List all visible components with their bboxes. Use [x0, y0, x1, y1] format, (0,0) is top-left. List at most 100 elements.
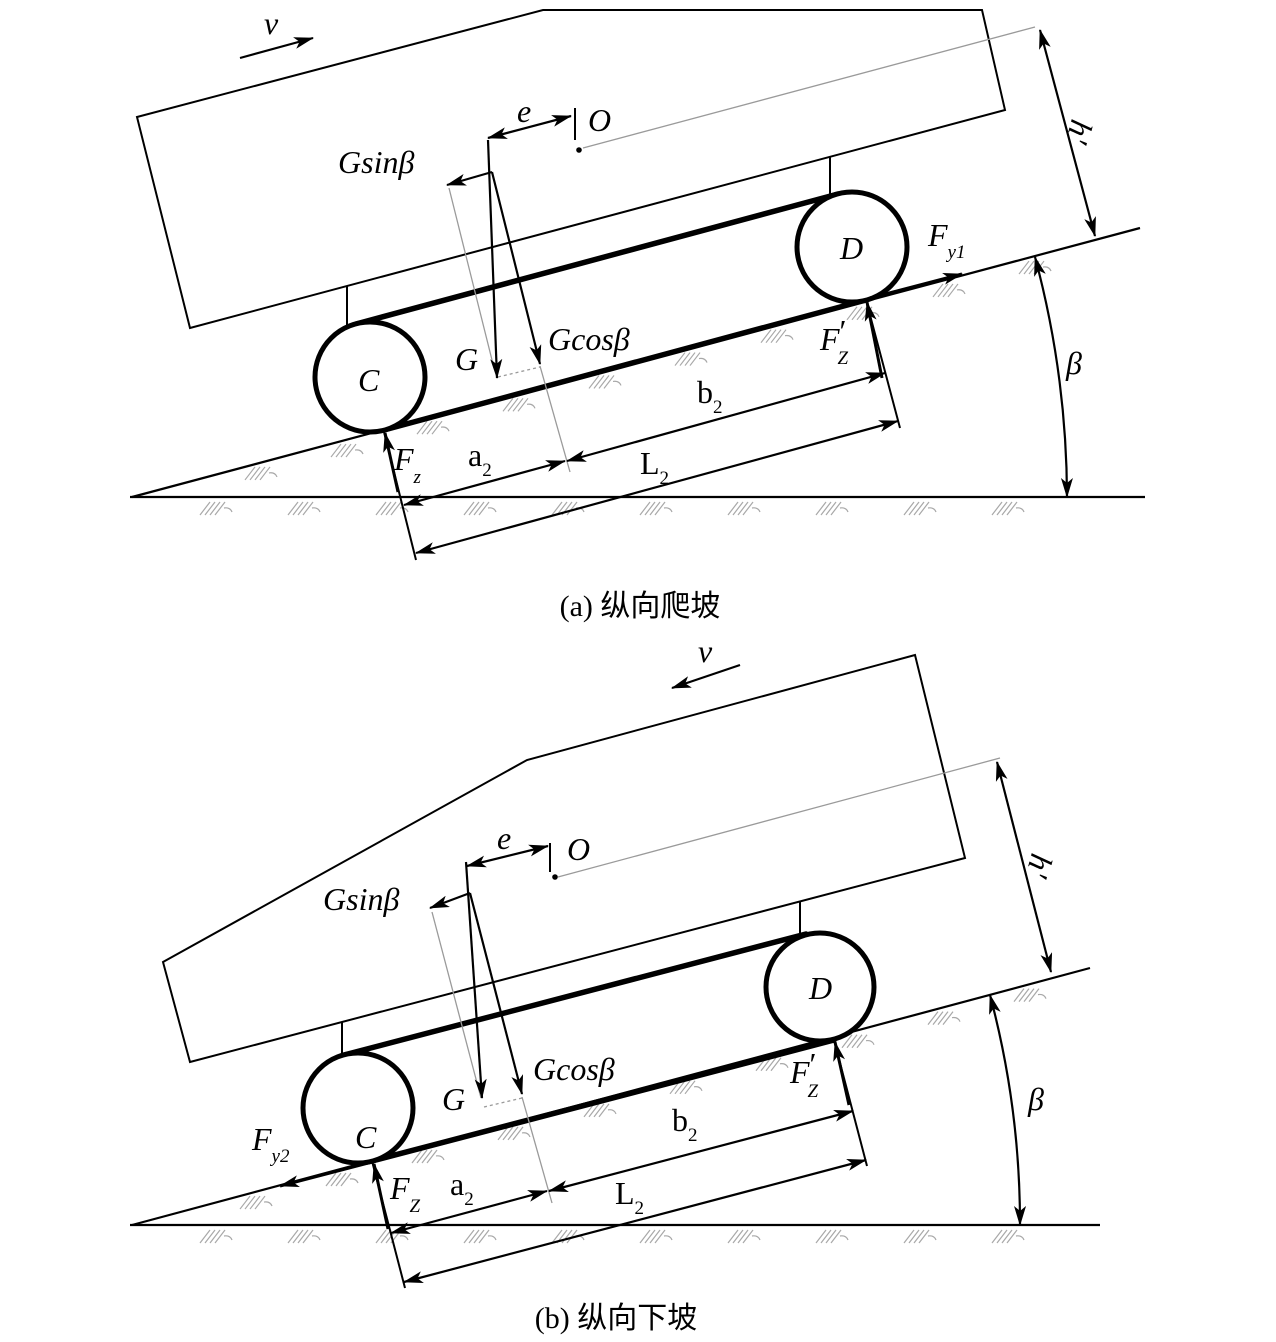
label-e: e: [497, 820, 511, 856]
hatch-mark: [727, 501, 761, 516]
wheel-c: [312, 319, 428, 435]
label-h: h′: [1059, 116, 1100, 148]
extension-d: [833, 1039, 868, 1167]
label-fy2: Fy2: [251, 1121, 290, 1167]
hatch-mark: [588, 375, 622, 389]
hatch-mark: [727, 1229, 761, 1244]
extension-d: [865, 299, 901, 429]
point-o: [552, 874, 558, 880]
track-lower: [369, 1037, 837, 1164]
hatch-mark: [416, 420, 450, 435]
a2-main: a: [450, 1166, 464, 1202]
beta-arc: [988, 994, 1027, 1226]
a2-sub: 2: [464, 1189, 474, 1210]
hatch-mark: [932, 283, 966, 298]
label-b2: b2: [697, 374, 723, 418]
fz-sub: z: [413, 467, 422, 488]
hatch-mark: [287, 501, 321, 516]
label-d: D: [808, 970, 832, 1006]
label-gsin: Gsinβ: [323, 881, 399, 917]
l2-sub: 2: [635, 1198, 645, 1219]
b2-main: b: [672, 1102, 688, 1138]
hatch-mark: [463, 501, 497, 516]
hatch-mark: [846, 306, 880, 321]
caption-b: (b) 纵向下坡: [535, 1302, 697, 1335]
label-gcos: Gcosβ: [533, 1051, 615, 1087]
label-b2: b2: [672, 1102, 698, 1146]
panel-a: v e O Gsinβ h′ D Fy1 G Gcosβ F′Z β C b2 …: [130, 5, 1145, 623]
force-fy1: [869, 272, 963, 300]
parallelogram-dash: [497, 366, 541, 378]
fz-main: F: [393, 441, 414, 477]
fzp-main: F: [789, 1054, 810, 1090]
label-a2: a2: [468, 437, 492, 481]
fy2-main: F: [251, 1121, 272, 1157]
hatch-mark: [639, 1229, 673, 1244]
label-o: O: [588, 102, 611, 138]
l2-main: L: [640, 445, 660, 481]
hatch-mark: [375, 501, 409, 516]
vehicle-body: [135, 9, 1007, 330]
hatch-mark: [1018, 260, 1052, 275]
label-d: D: [839, 230, 863, 266]
caption-a: (a) 纵向爬坡: [560, 590, 721, 623]
label-g: G: [455, 341, 478, 377]
force-fy2: [279, 1160, 373, 1188]
hatch-mark: [674, 352, 708, 366]
b2-dimension: [548, 1109, 854, 1193]
fzp-prime: ′: [810, 1046, 817, 1082]
wheel-c: [300, 1050, 416, 1166]
center-o-line: [582, 26, 1036, 149]
label-c: C: [358, 362, 380, 398]
h-dimension: [1038, 29, 1097, 237]
h-dimension: [995, 761, 1053, 973]
l2-dimension: [403, 1158, 867, 1284]
hatch-mark: [760, 329, 794, 344]
fy1-sub: y1: [946, 242, 966, 263]
fzp-sub: Z: [808, 1081, 819, 1102]
a2-sub: 2: [482, 460, 492, 481]
extension-c: [383, 431, 417, 561]
b2-sub: 2: [713, 397, 723, 418]
label-fz: Fz: [393, 441, 422, 488]
e-dimension: [466, 844, 549, 868]
hatch-mark: [815, 501, 849, 516]
center-o-line: [557, 757, 1001, 878]
force-g: [464, 861, 487, 1099]
b2-sub: 2: [688, 1125, 698, 1146]
a2-main: a: [468, 437, 482, 473]
hatch-mark: [991, 501, 1025, 516]
label-fz-prime: F′Z: [789, 1046, 819, 1102]
fy2-sub: y2: [270, 1146, 290, 1167]
hatch-mark: [502, 397, 536, 412]
fzp-sub: Z: [838, 348, 849, 369]
extension-c: [371, 1160, 406, 1289]
parallelogram-line: [448, 187, 495, 369]
label-beta: β: [1065, 345, 1082, 381]
velocity-arrow: [239, 36, 314, 60]
force-gcos: [490, 171, 542, 365]
l2-main: L: [615, 1175, 635, 1211]
wheel-d: [794, 189, 910, 305]
force-gsin: [446, 170, 493, 187]
hatch-mark: [199, 501, 233, 516]
label-l2: L2: [615, 1175, 644, 1219]
hatch-mark: [463, 1229, 497, 1244]
b2-main: b: [697, 374, 713, 410]
hatch-mark: [330, 443, 364, 458]
label-h: h′: [1019, 850, 1060, 882]
label-fz: FZ: [389, 1170, 421, 1217]
beta-arc: [1033, 256, 1073, 498]
force-gcos: [468, 892, 524, 1095]
label-e: e: [517, 93, 531, 129]
label-c: C: [355, 1119, 377, 1155]
hatch-mark: [927, 1011, 961, 1026]
label-l2: L2: [640, 445, 669, 489]
track-lower: [381, 297, 869, 433]
hatch-mark: [991, 1229, 1025, 1244]
l2-sub: 2: [660, 468, 670, 489]
hatch-mark: [325, 1172, 359, 1187]
fz-sub: Z: [410, 1196, 421, 1217]
wheel-d: [763, 930, 877, 1044]
